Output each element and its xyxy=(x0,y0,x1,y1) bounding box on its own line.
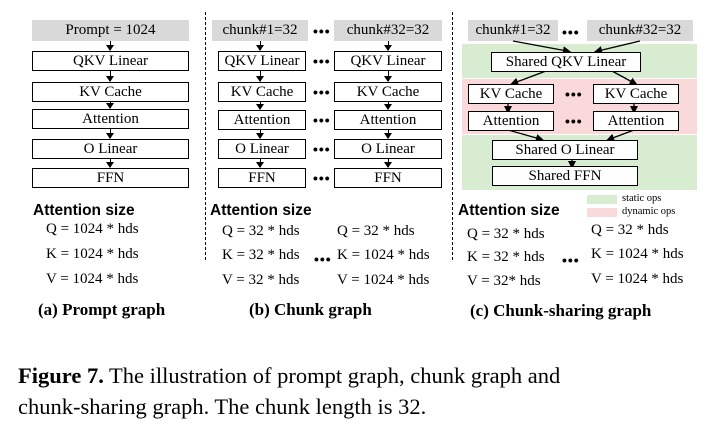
ellipsis: ••• xyxy=(313,112,331,128)
legend-static-swatch xyxy=(587,195,617,204)
ellipsis: ••• xyxy=(565,113,583,129)
arrow xyxy=(256,159,265,168)
divider xyxy=(452,12,453,260)
figure-caption-text-1: The illustration of prompt graph, chunk … xyxy=(109,363,561,388)
prompt-size-v: V = 1024 * hds xyxy=(46,271,139,287)
figure-caption-line-2: chunk-sharing graph. The chunk length is… xyxy=(18,394,427,419)
sharing-last-size-k: K = 1024 * hds xyxy=(591,246,684,262)
chunk-last-qkv-linear: QKV Linear xyxy=(334,51,442,71)
figure-label: Figure 7. xyxy=(18,363,104,388)
shared-qkv-linear: Shared QKV Linear xyxy=(491,52,641,72)
ellipsis: ••• xyxy=(562,24,580,40)
ellipsis: ••• xyxy=(313,53,331,69)
sharing-last-kv-cache: KV Cache xyxy=(593,84,679,104)
figure-caption-line-1: Figure 7. The illustration of prompt gra… xyxy=(18,363,560,389)
legend-dynamic-label: dynamic ops xyxy=(622,206,676,217)
sharing-chunk-first-input: chunk#1=32 xyxy=(468,20,558,41)
sharing-first-attention: Attention xyxy=(468,111,554,131)
ellipsis: ••• xyxy=(313,23,331,39)
chunk-last-kv-cache: KV Cache xyxy=(334,82,442,102)
prompt-size-q: Q = 1024 * hds xyxy=(46,221,139,237)
chunk-attention-size-heading: Attention size xyxy=(210,202,312,219)
prompt-kv-cache: KV Cache xyxy=(32,82,189,102)
arrow xyxy=(106,41,115,51)
sharing-first-size-k: K = 32 * hds xyxy=(467,249,545,265)
chunk-last-size-q: Q = 32 * hds xyxy=(337,223,415,239)
prompt-qkv-linear: QKV Linear xyxy=(32,51,189,71)
arrow xyxy=(384,71,393,82)
chunk-first-input: chunk#1=32 xyxy=(212,20,308,41)
chunk-last-ffn: FFN xyxy=(334,168,442,188)
sharing-chunk-last-input: chunk#32=32 xyxy=(587,20,693,41)
divider xyxy=(205,12,206,260)
sharing-attention-size-heading: Attention size xyxy=(458,202,560,219)
prompt-size-k: K = 1024 * hds xyxy=(46,246,139,262)
arrow xyxy=(256,102,265,110)
sharing-last-size-v: V = 1024 * hds xyxy=(591,271,684,287)
prompt-attention-size-heading: Attention size xyxy=(33,202,135,219)
shared-o-linear: Shared O Linear xyxy=(492,140,638,160)
sharing-last-size-q: Q = 32 * hds xyxy=(591,222,669,238)
arrow xyxy=(256,41,265,51)
chunk-last-o-linear: O Linear xyxy=(334,139,442,159)
chunk-first-size-q: Q = 32 * hds xyxy=(222,223,300,239)
ellipsis: ••• xyxy=(562,252,580,268)
prompt-attention: Attention xyxy=(32,109,189,129)
chunk-last-input: chunk#32=32 xyxy=(334,20,442,41)
arrow xyxy=(384,102,393,110)
chunk-first-size-k: K = 32 * hds xyxy=(222,247,300,263)
prompt-graph-caption: (a) Prompt graph xyxy=(38,300,166,319)
chunk-last-attention: Attention xyxy=(334,110,442,130)
ellipsis: ••• xyxy=(313,84,331,100)
sharing-first-kv-cache: KV Cache xyxy=(468,84,554,104)
sharing-first-size-v: V = 32* hds xyxy=(467,273,541,289)
prompt-ffn: FFN xyxy=(32,168,189,188)
chunk-sharing-graph-caption: (c) Chunk-sharing graph xyxy=(470,301,652,320)
chunk-first-kv-cache: KV Cache xyxy=(218,82,306,102)
arrow xyxy=(106,129,115,139)
arrow xyxy=(384,41,393,51)
legend-static-label: static ops xyxy=(622,193,662,204)
arrow xyxy=(256,71,265,82)
chunk-last-size-v: V = 1024 * hds xyxy=(337,272,430,288)
ellipsis: ••• xyxy=(565,86,583,102)
prompt-o-linear: O Linear xyxy=(32,139,189,159)
chunk-first-size-v: V = 32 * hds xyxy=(222,272,300,288)
arrow xyxy=(106,159,115,168)
arrow xyxy=(106,71,115,82)
arrow xyxy=(384,130,393,139)
ellipsis: ••• xyxy=(314,251,332,267)
chunk-first-o-linear: O Linear xyxy=(218,139,306,159)
ellipsis: ••• xyxy=(313,141,331,157)
prompt-input-box: Prompt = 1024 xyxy=(32,20,189,41)
chunk-last-size-k: K = 1024 * hds xyxy=(337,247,430,263)
legend-dynamic-swatch xyxy=(587,208,617,217)
shared-ffn: Shared FFN xyxy=(492,166,638,186)
chunk-first-ffn: FFN xyxy=(218,168,306,188)
arrow xyxy=(256,130,265,139)
ellipsis: ••• xyxy=(313,170,331,186)
chunk-graph-caption: (b) Chunk graph xyxy=(249,300,372,319)
sharing-arrows xyxy=(504,40,641,169)
sharing-last-attention: Attention xyxy=(593,111,679,131)
chunk-first-attention: Attention xyxy=(218,110,306,130)
arrow xyxy=(106,102,115,109)
sharing-first-size-q: Q = 32 * hds xyxy=(467,226,545,242)
arrow xyxy=(384,159,393,168)
chunk-first-qkv-linear: QKV Linear xyxy=(218,51,306,71)
